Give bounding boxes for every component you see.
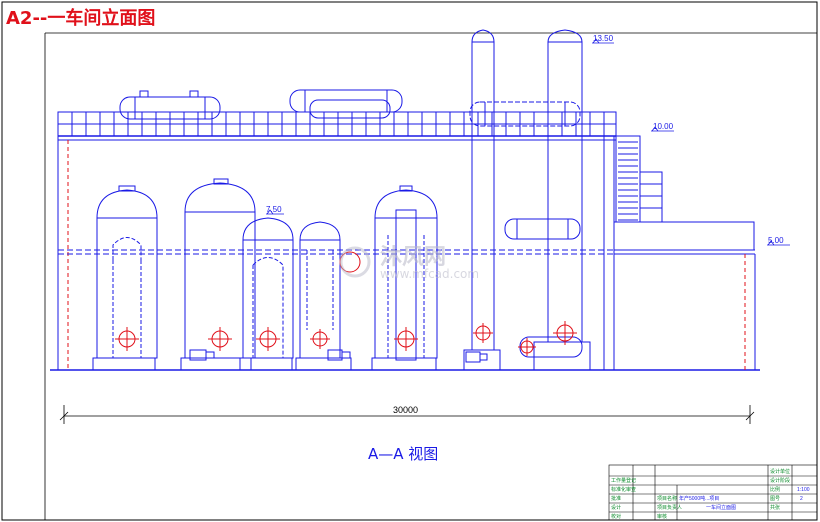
elevation-label-floor: 5.00 [768, 236, 784, 245]
title-block [608, 464, 818, 521]
tb-mid-1: 项目名称 [657, 495, 677, 502]
tb-design-unit: 设计单位 [770, 468, 790, 475]
tb-row-1: 工作量登记 [611, 477, 636, 484]
drawing-title: A2--一车间立面图 [6, 7, 155, 29]
manhole-markers [115, 251, 577, 356]
view-label: A—A 视图 [368, 445, 438, 463]
elevation-label-top: 13.50 [593, 34, 614, 43]
pump-motors [189, 349, 488, 363]
tb-mid-3: 审核 [657, 513, 667, 520]
tb-sheets-label: 共张 [770, 504, 780, 511]
watermark-name: 沐风网 [380, 245, 446, 270]
tb-sheet-label: 图号 [770, 496, 780, 502]
elevation-marks [266, 38, 790, 246]
tb-design-stage: 设计阶段 [770, 477, 790, 484]
watermark-url: www.mfcad.com [380, 267, 479, 281]
dimension-line [59, 405, 755, 424]
elevation-label-roof: 10.00 [653, 122, 674, 131]
tb-row-3: 批准 [611, 495, 621, 502]
tb-row-4: 设计 [611, 504, 621, 511]
tb-row-5: 校对 [611, 513, 621, 520]
heat-exchangers [119, 89, 583, 358]
tb-scale-label: 比例 [770, 486, 780, 493]
tb-drawing-name: 一车间立面图 [706, 504, 736, 511]
tb-scale-value: 1:100 [797, 487, 810, 493]
tb-row-2: 标准化审查 [611, 486, 636, 493]
tb-project: 年产5000吨...项目 [679, 495, 719, 502]
reactor-vessels [92, 178, 438, 371]
elevation-label-mid: 7.50 [266, 205, 282, 214]
distillation-columns [463, 29, 591, 371]
overall-dimension-label: 30000 [393, 405, 418, 415]
watermark: 沐风网 www.mfcad.com [339, 245, 479, 281]
tb-mid-2: 项目负责人 [657, 504, 682, 511]
tb-sheet-value: 2 [800, 496, 803, 502]
building-structure [50, 111, 760, 371]
